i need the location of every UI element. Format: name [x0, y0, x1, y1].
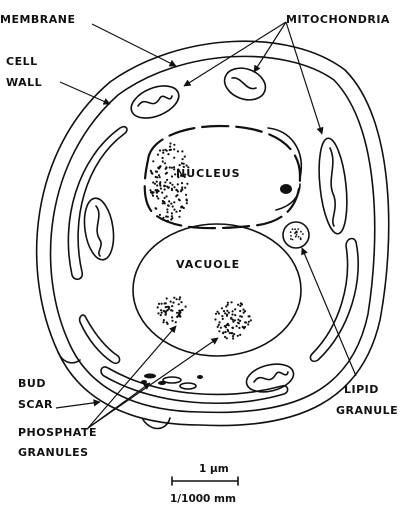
vacuole-outline	[133, 224, 301, 356]
lipid-granule	[283, 222, 309, 248]
label-cell-wall-line1: CELL	[6, 55, 38, 68]
mitochondrion-4	[81, 196, 117, 261]
leader-membrane	[92, 24, 176, 66]
phosphate-granule-right	[214, 301, 252, 339]
leader-mito-3	[286, 22, 322, 134]
leader-mito-2	[254, 22, 286, 72]
mitochondrion-5	[244, 360, 297, 397]
leader-phosphate-3	[88, 383, 150, 428]
label-bud-scar-line2: SCAR	[18, 398, 53, 411]
mitochondrion-1	[127, 80, 184, 125]
label-lipid-line2: GRANULE	[336, 404, 398, 417]
label-membrane: MEMBRANE	[0, 13, 76, 26]
leader-mito-1	[184, 22, 286, 86]
label-vacuole: VACUOLE	[176, 258, 240, 271]
label-nucleus: NUCLEUS	[176, 167, 241, 180]
label-phosphate-line2: GRANULES	[18, 446, 89, 459]
label-mitochondria: MITOCHONDRIA	[286, 13, 390, 26]
mitochondrion-2	[220, 63, 270, 106]
nucleolus	[280, 184, 292, 194]
label-lipid-line1: LIPID	[344, 383, 379, 396]
nucleus-chromatin-dots	[149, 142, 189, 222]
phosphate-granule-left	[157, 296, 187, 325]
leader-cell-wall	[60, 82, 110, 104]
nucleus-tail	[268, 128, 301, 210]
label-cell-wall-line2: WALL	[6, 76, 42, 89]
scale-bar-bottom-label: 1/1000 mm	[170, 493, 236, 505]
label-phosphate-line1: PHOSPHATE	[18, 426, 97, 439]
label-bud-scar-line1: BUD	[18, 377, 46, 390]
phosphate-granules-cytoplasm	[141, 374, 203, 390]
mitochondrion-3	[315, 137, 351, 235]
scale-bar: 1 µm 1/1000 mm	[170, 463, 238, 505]
er-strand-left	[68, 127, 127, 280]
scale-bar-top-label: 1 µm	[199, 463, 229, 475]
er-strand-lower-left	[80, 315, 120, 363]
cell-membrane-outline	[51, 56, 375, 412]
er-strand-right	[310, 239, 358, 362]
leader-bud-scar	[56, 402, 100, 408]
